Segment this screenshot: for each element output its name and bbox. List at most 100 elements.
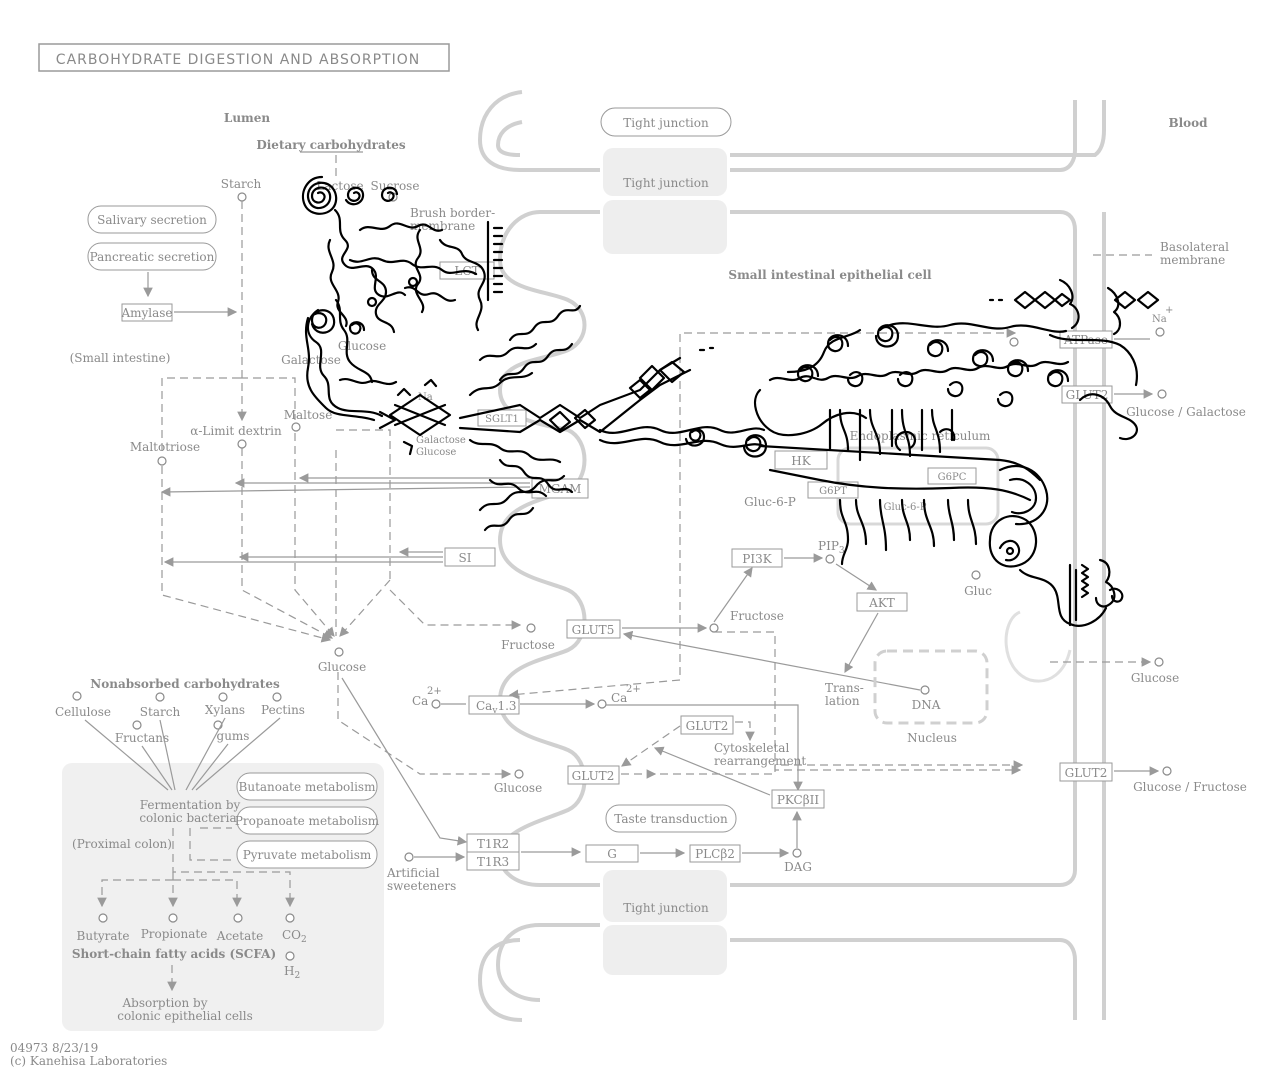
glucose-galactose-node[interactable] — [1158, 390, 1166, 398]
pancreatic-secretion-label: Pancreatic secretion — [90, 250, 215, 264]
acetate-node[interactable] — [234, 914, 242, 922]
glucose-fructose-label: Glucose / Fructose — [1133, 780, 1247, 794]
gluc6p-label: Gluc-6-P — [744, 495, 796, 509]
glucose-glut2-label: Glucose — [494, 781, 542, 795]
maltose-node[interactable] — [292, 423, 300, 431]
na-blood-node[interactable] — [1156, 328, 1164, 336]
glucose-glut2-node[interactable] — [515, 770, 523, 778]
hk-label: HK — [791, 454, 811, 468]
artificial-sweeteners-label-2: sweeteners — [387, 879, 456, 893]
co2-node[interactable] — [286, 914, 294, 922]
pip3-label: PIP3 — [818, 539, 845, 556]
na-inner-node[interactable] — [1010, 338, 1018, 346]
glucose-lumen-node[interactable] — [335, 648, 343, 656]
basolateral-label-1: Basolateral — [1160, 240, 1229, 254]
xylans-node[interactable] — [219, 693, 227, 701]
membrane-outlines — [480, 92, 1104, 1020]
cell-label: Small intestinal epithelial cell — [728, 268, 932, 282]
fructans-node[interactable] — [133, 721, 141, 729]
cyto-label-1: Cytoskeletal — [714, 741, 789, 755]
fructans-label: Fructans — [115, 731, 169, 745]
fructose-left-label: Fructose — [501, 638, 555, 652]
footer-copyright: (c) Kanehisa Laboratories — [10, 1054, 167, 1068]
galactose-small-label: Galactose — [416, 435, 466, 446]
dag-label: DAG — [784, 860, 812, 874]
absorption-label-2: colonic epithelial cells — [117, 1009, 253, 1023]
nucleus-label: Nucleus — [907, 731, 957, 745]
g6pc-label: G6PC — [938, 472, 967, 483]
sglt1-label: SGLT1 — [485, 414, 519, 425]
lactose-label: Lactose — [316, 179, 363, 193]
footer-id: 04973 8/23/19 — [10, 1041, 98, 1055]
gluc6p-er-label: Gluc-6-P — [883, 502, 926, 513]
small-intestine-label: (Small intestine) — [70, 351, 171, 365]
blood-label: Blood — [1168, 116, 1208, 130]
pip3-node[interactable] — [826, 555, 834, 563]
gluc-node[interactable] — [972, 571, 980, 579]
glucose-blood-label: Glucose — [1131, 671, 1179, 685]
g-protein-label: G — [607, 847, 617, 861]
brush-border-label-1: Brush border- — [410, 206, 495, 220]
glucose-top-label: Glucose — [338, 339, 386, 353]
h2-node[interactable] — [286, 952, 294, 960]
dag-node[interactable] — [793, 849, 801, 857]
glucose-galactose-label: Glucose / Galactose — [1126, 405, 1246, 419]
tight-junction-block-bottom2 — [603, 925, 727, 975]
starch-nonabs-node[interactable] — [156, 693, 164, 701]
tight-junction-label-bottom: Tight junction — [623, 901, 709, 915]
starch-nonabs-label: Starch — [140, 705, 181, 719]
butanoate-label: Butanoate metabolism — [239, 780, 377, 794]
propionate-node[interactable] — [169, 914, 177, 922]
nonabsorbed-header: Nonabsorbed carbohydrates — [90, 677, 280, 691]
dietary-header: Dietary carbohydrates — [256, 138, 406, 152]
fermentation-label-1: Fermentation by — [140, 798, 241, 812]
pkcb2-label: PKCβII — [777, 793, 820, 807]
taste-transduction-label: Taste transduction — [614, 812, 728, 826]
galactose-label: Galactose — [281, 353, 341, 367]
na-sup: + — [1165, 305, 1173, 316]
ca-right-node[interactable] — [598, 700, 606, 708]
er-label: Endoplasmic reticulum — [850, 429, 991, 443]
proximal-colon-label: (Proximal colon) — [72, 837, 172, 851]
fermentation-label-2: colonic bacteria — [139, 811, 236, 825]
glut2-membrane-label: GLUT2 — [572, 769, 615, 783]
starch-node[interactable] — [238, 193, 246, 201]
fructose-right-node[interactable] — [710, 624, 718, 632]
limit-dextrin-node[interactable] — [238, 440, 246, 448]
ca-left-sup: 2+ — [427, 686, 442, 697]
lumen-label: Lumen — [224, 111, 270, 125]
maltose-label: Maltose — [284, 408, 333, 422]
pectins-node[interactable] — [273, 693, 281, 701]
glucose-fructose-node[interactable] — [1163, 767, 1171, 775]
ca-right-label: Ca — [611, 691, 627, 705]
tight-junction-label-mid: Tight junction — [623, 176, 709, 190]
glucose-blood-node[interactable] — [1155, 658, 1163, 666]
propionate-label: Propionate — [141, 927, 208, 941]
artificial-sweeteners-node[interactable] — [405, 853, 413, 861]
butyrate-node[interactable] — [99, 914, 107, 922]
maltotriose-node[interactable] — [158, 457, 166, 465]
dna-label: DNA — [912, 698, 941, 712]
translation-label-2: lation — [825, 694, 860, 708]
glut2-baso-label: GLUT2 — [1065, 766, 1108, 780]
pi3k-label: PI3K — [742, 552, 772, 566]
ca-left-node[interactable] — [432, 700, 440, 708]
glucose-lumen-label: Glucose — [318, 660, 366, 674]
nucleus-outline — [875, 651, 987, 723]
cellulose-node[interactable] — [73, 692, 81, 700]
fructose-left-node[interactable] — [527, 624, 535, 632]
amylase-label: Amylase — [120, 306, 172, 320]
ca-left-label: Ca — [412, 694, 428, 708]
limit-dextrin-label: α-Limit dextrin — [190, 424, 282, 438]
absorption-label-1: Absorption by — [121, 996, 207, 1010]
fructose-right-label: Fructose — [730, 609, 784, 623]
maltotriose-label: Maltotriose — [130, 440, 200, 454]
butyrate-label: Butyrate — [77, 929, 130, 943]
dna-node[interactable] — [921, 686, 929, 694]
si-label: SI — [459, 551, 472, 565]
akt-label: AKT — [868, 596, 895, 610]
scfa-label: Short-chain fatty acids (SCFA) — [72, 947, 276, 961]
cellulose-label: Cellulose — [55, 705, 111, 719]
basolateral-label-2: membrane — [1160, 253, 1225, 267]
